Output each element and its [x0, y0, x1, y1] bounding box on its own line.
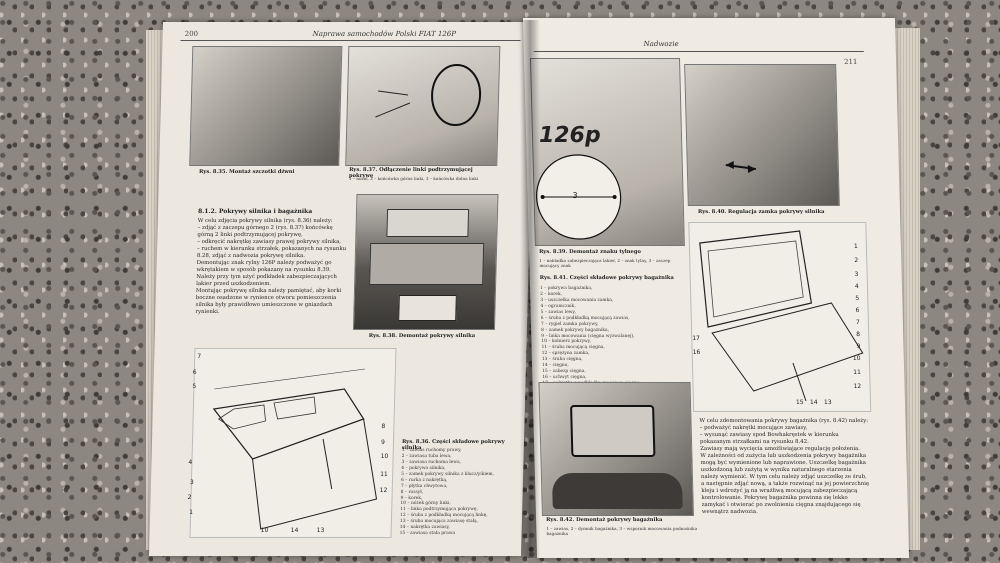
callout-r14: 14: [809, 399, 818, 406]
fig41-legend: 1 – pokrywa bagażnika, 2 – korek, 3 – us…: [540, 286, 683, 387]
right-body-text: W celu zdemontowania pokrywy bagażnika (…: [699, 418, 872, 516]
body-paragraph: – ruchem w kierunku strzałek, pokazanych…: [196, 246, 347, 260]
callout-r4: 4: [854, 283, 859, 290]
callout-r7: 7: [855, 319, 860, 326]
callout-12: 12: [379, 487, 388, 494]
callout-3: 3: [189, 479, 194, 486]
drawing-fig-8-41: 1 2 3 4 5 6 7 8 9 10 11 12 13 14 15 16 1…: [688, 222, 872, 412]
photo-fig-8-37: [345, 46, 501, 166]
fig39-caption: Rys. 8.39. Demontaż znaku tylnego: [538, 249, 641, 255]
photo-fig-8-35: [189, 46, 343, 166]
fig39-legend: 1 – nakładka zabezpieczająca lakier, 2 –…: [539, 258, 671, 269]
open-book: 200 Naprawa samochodów Polski FIAT 126P …: [146, 12, 920, 560]
callout-1: 1: [189, 509, 194, 516]
callout-r15: 15: [795, 399, 804, 406]
callout-r12: 12: [853, 383, 862, 390]
cable-detail-drawing: [375, 64, 482, 126]
fig35-caption: Rys. 8.35. Montaż szczotki dźwni: [198, 169, 295, 175]
left-body-text: W celu zdjęcia pokrywy silnika (rys. 8.3…: [195, 218, 348, 316]
rear-window: [386, 209, 470, 237]
fig37-legend: 1 – nozol, 2 – końcówka górna linki, 3 –…: [348, 176, 479, 181]
callout-r2: 2: [854, 257, 859, 264]
body-paragraph: – odkręcić nakrętkę zawiasy prawej pokry…: [197, 239, 342, 246]
body-paragraph: W zależności od zużycia lub uszkodzenia …: [700, 453, 870, 516]
body-paragraph: – podważyć nakrętki mocujące zawiasy,: [699, 425, 808, 432]
callout-r6: 6: [855, 307, 860, 314]
callout-14: 14: [290, 527, 299, 534]
right-page: Nadwozie 211 126p 3 Rys. 8.39. Demontaż …: [522, 18, 910, 558]
body-paragraph: Demontując znak rylny 126P należy podważ…: [196, 260, 337, 288]
fig41-caption: Rys. 8.41. Części składowe pokrywy bagaż…: [539, 275, 674, 281]
callout-r9: 9: [856, 343, 861, 350]
fig42-legend: 1 – zawias, 2 – dymnik bagażnika, 3 – ws…: [546, 526, 698, 537]
engine-cover: [369, 243, 485, 285]
callout-r10: 10: [852, 355, 861, 362]
legend-item: 15 – zawiasa stała prawa: [399, 531, 456, 537]
callout-2: 2: [187, 494, 192, 501]
callout-r11: 11: [853, 369, 861, 376]
body-paragraph: W celu zdjęcia pokrywy silnika (rys. 8.3…: [197, 218, 333, 224]
photo-fig-8-38: [352, 194, 499, 330]
callout-r8: 8: [856, 331, 861, 338]
left-page: 200 Naprawa samochodów Polski FIAT 126P …: [149, 22, 535, 556]
callout-5: 5: [192, 383, 197, 390]
lock-adjust-arrow: [725, 161, 756, 173]
fig36-legend: 1 – zawias ruchomy prawy, 2 – zawiasa tu…: [400, 448, 514, 537]
body-paragraph: – wysunąć zawiasy spod Bowhakręstek w ki…: [699, 432, 839, 446]
body-paragraph: W celu zdemontowania pokrywy bagażnika (…: [699, 418, 869, 424]
drawing-fig-8-36: 7 6 5 4 3 2 1 8 9 10 11 12 10 14 13: [187, 348, 397, 538]
callout-4: 4: [188, 459, 193, 466]
right-page-number: 211: [843, 58, 858, 66]
callout-3-badge: 3: [572, 191, 578, 200]
fig42-caption: Rys. 8.42. Demontaż pokrywy bagażnika: [545, 517, 663, 523]
callout-10: 10: [380, 453, 389, 460]
trunk-opening: [551, 473, 683, 509]
fig40-caption: Rys. 8.40. Regulacja zamka pokrywy silni…: [697, 209, 825, 215]
callout-9: 9: [380, 439, 385, 446]
callout-6: 6: [192, 369, 197, 376]
section-heading: 8.1.2. Pokrywy silnika i bagażnika: [197, 208, 313, 215]
hinge-inset: [570, 405, 656, 457]
left-running-head: Naprawa samochodów Polski FIAT 126P: [312, 30, 457, 38]
header-rule: [533, 51, 864, 52]
header-rule: [180, 40, 521, 41]
callout-10b: 10: [260, 527, 269, 534]
callout-8: 8: [381, 423, 386, 430]
left-page-number: 200: [184, 30, 199, 38]
body-paragraph: Montując pokrywę silnika należy pamiętać…: [195, 288, 342, 316]
right-running-head: Nadwozie: [643, 40, 679, 48]
callout-r5: 5: [855, 295, 860, 302]
book-gutter: [520, 20, 540, 558]
callout-r1: 1: [853, 243, 858, 250]
callout-r3: 3: [854, 271, 859, 278]
callout-11: 11: [380, 471, 388, 478]
callout-13: 13: [316, 527, 325, 534]
engine-cover-exploded-drawing: [212, 368, 378, 530]
badge-removal-drawing: [536, 154, 622, 240]
callout-7: 7: [197, 353, 202, 360]
inset-detail: [398, 295, 457, 321]
photo-fig-8-42: [538, 382, 694, 516]
trunk-lid-exploded-drawing: [699, 230, 864, 402]
body-paragraph: – zdjąć z zaczepu górnego 2 (rys. 8.37) …: [197, 225, 333, 239]
fig38-caption: Rys. 8.38. Demontaż pokrywy silnika: [368, 333, 476, 339]
callout-r16: 16: [692, 349, 701, 356]
callout-r17: 17: [692, 335, 701, 342]
photo-fig-8-40: [684, 64, 840, 206]
callout-r13: 13: [823, 399, 832, 406]
photo-fig-8-39: 126p 3: [529, 58, 685, 246]
